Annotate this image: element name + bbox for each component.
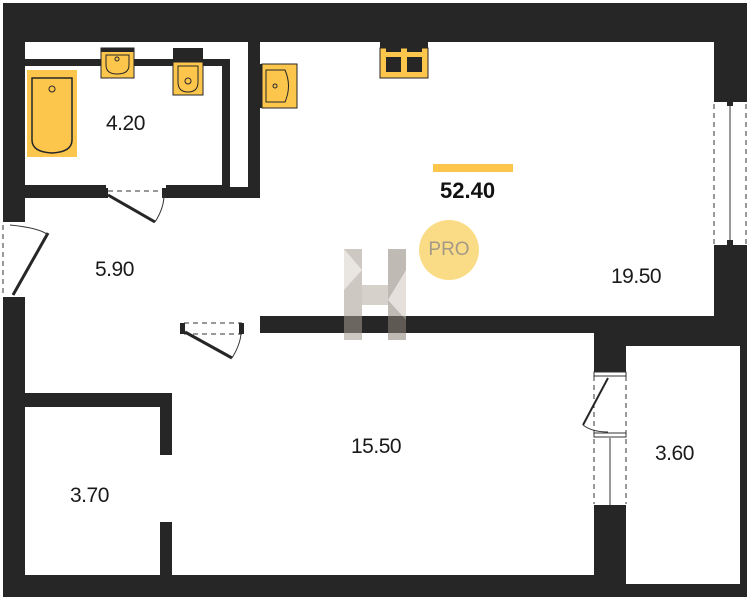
balcony-door bbox=[582, 371, 627, 511]
bathroom-door bbox=[103, 185, 167, 224]
area-kitchen-living: 19.50 bbox=[611, 265, 662, 288]
room-bedroom bbox=[172, 333, 594, 575]
logo-h-icon bbox=[344, 249, 406, 340]
bedroom-door bbox=[180, 322, 244, 360]
pro-badge: PRO bbox=[419, 220, 479, 280]
sink-icon bbox=[100, 47, 135, 79]
bathtub-icon bbox=[27, 70, 77, 157]
area-bedroom: 15.50 bbox=[351, 435, 402, 458]
kitchen-sink-icon bbox=[258, 63, 298, 109]
area-storage: 3.70 bbox=[70, 484, 109, 507]
area-bathroom: 4.20 bbox=[106, 112, 145, 135]
entrance-door bbox=[2, 222, 50, 297]
room-kitchen-living bbox=[260, 42, 714, 316]
toilet-icon bbox=[172, 48, 204, 96]
area-balcony: 3.60 bbox=[655, 442, 694, 465]
area-hallway: 5.90 bbox=[95, 258, 134, 281]
stove-icon bbox=[379, 37, 429, 79]
accent-bar bbox=[433, 164, 513, 172]
room-balcony bbox=[626, 346, 740, 584]
window-right bbox=[713, 100, 747, 246]
total-area: 52.40 bbox=[440, 178, 496, 203]
room-storage bbox=[25, 407, 160, 575]
